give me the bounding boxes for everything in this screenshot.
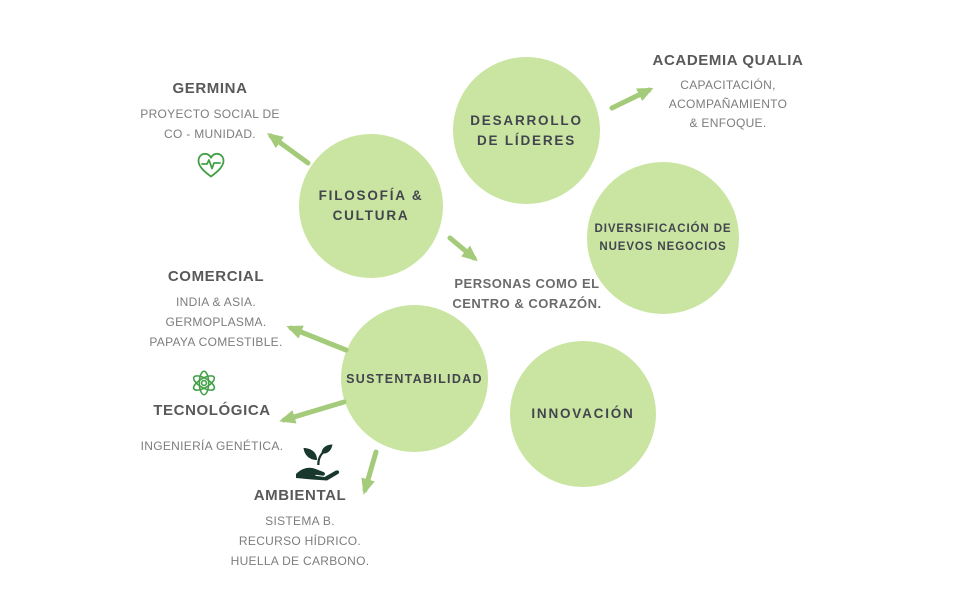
circle-label-line: DIVERSIFICACIÓN DE [594,223,732,235]
label-ambiental-title: AMBIENTAL [253,487,347,504]
arrow-filosofia-to-personas [447,235,478,262]
arrow-sustentabilidad-to-ambiental [361,449,379,495]
label-germina-line: CO - MUNIDAD. [164,127,256,141]
label-germina-title: GERMINA [172,80,248,97]
label-tecnologica-title: TECNOLÓGICA [153,402,271,419]
label-comercial-line: PAPAYA COMESTIBLE. [149,335,283,349]
label-germina: GERMINA PROYECTO SOCIAL DE CO - MUNIDAD. [125,80,295,144]
label-ambiental-line: RECURSO HÍDRICO. [238,534,362,548]
label-comercial-line: INDIA & ASIA. [176,295,256,309]
label-comercial: COMERCIAL INDIA & ASIA. GERMOPLASMA. PAP… [128,268,304,352]
label-personas-centro-line: PERSONAS COMO EL [454,276,600,291]
atom-icon [190,368,218,403]
circle-label-line: NUEVOS NEGOCIOS [599,241,727,253]
label-personas-centro-line: CENTRO & CORAZÓN. [452,296,602,311]
sprout-hand-icon [292,444,342,486]
label-academia-qualia-line: ACOMPAÑAMIENTO [668,97,788,111]
label-academia-qualia-line: & ENFOQUE. [689,116,767,130]
label-comercial-line: GERMOPLASMA. [165,315,267,329]
label-academia-qualia: ACADEMIA QUALIA CAPACITACIÓN, ACOMPAÑAMI… [637,52,819,133]
label-ambiental-line: SISTEMA B. [265,514,335,528]
circle-sustentabilidad: SUSTENTABILIDAD [341,305,488,452]
circle-filosofia-cultura: FILOSOFÍA & CULTURA [299,134,443,278]
label-academia-qualia-line: CAPACITACIÓN, [680,78,776,92]
label-personas-centro: PERSONAS COMO EL CENTRO & CORAZÓN. [438,274,616,314]
label-comercial-title: COMERCIAL [167,268,265,285]
label-ambiental: AMBIENTAL SISTEMA B. RECURSO HÍDRICO. HU… [213,487,387,571]
circle-label-line: SUSTENTABILIDAD [346,371,483,386]
circle-innovacion: INNOVACIÓN [510,341,656,487]
circle-label-line: FILOSOFÍA & [318,188,424,203]
circle-label-line: CULTURA [332,208,410,223]
label-germina-line: PROYECTO SOCIAL DE [140,107,280,121]
label-academia-qualia-title: ACADEMIA QUALIA [652,52,804,69]
circle-desarrollo-lideres: DESARROLLO DE LÍDERES [453,57,600,204]
circle-label-line: INNOVACIÓN [531,406,635,421]
circle-label-line: DESARROLLO [470,112,583,128]
label-tecnologica: TECNOLÓGICA INGENIERÍA GENÉTICA. [127,402,297,456]
circle-label-line: DE LÍDERES [476,132,576,148]
circle-diversificacion-nuevos-negocios: DIVERSIFICACIÓN DE NUEVOS NEGOCIOS [587,162,739,314]
heart-pulse-icon [196,150,226,185]
label-ambiental-line: HUELLA DE CARBONO. [230,554,370,568]
label-tecnologica-line: INGENIERÍA GENÉTICA. [140,439,284,453]
